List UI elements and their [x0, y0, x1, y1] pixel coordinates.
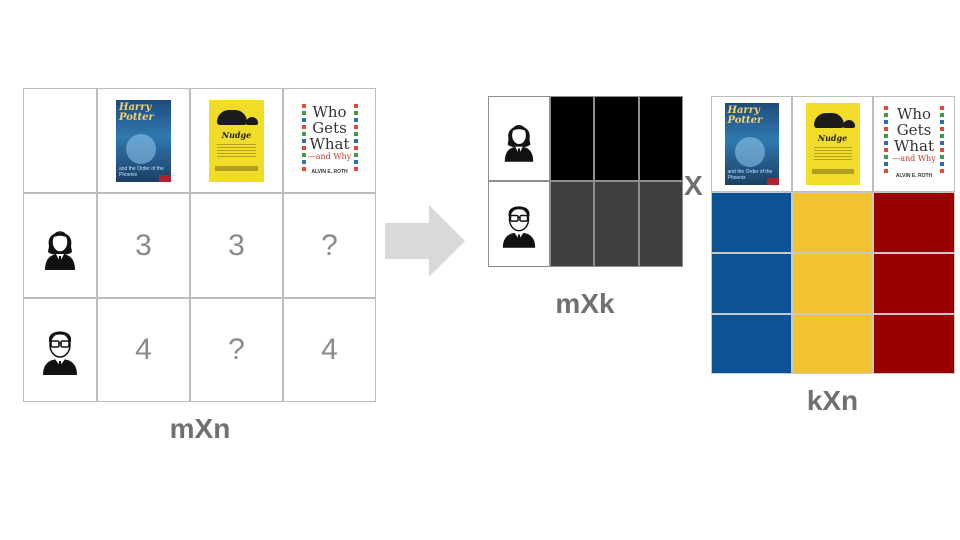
user-factor-matrix-caption: mXk: [555, 288, 615, 319]
rating-cell-u1-b1: 3: [97, 193, 190, 298]
book3-factor-cell: [873, 314, 955, 374]
book1-factor-cell: [711, 314, 792, 374]
nudge-book-cover: Nudge: [805, 103, 860, 185]
hp-title-line2: and the Order of the Phoenix: [119, 165, 164, 178]
user1-factor-cell: [639, 96, 683, 181]
hp-title-line1: Harry Potter: [727, 105, 763, 126]
wgw-title-line2: Gets: [312, 118, 347, 137]
ratings-user-row-header-2: [23, 298, 97, 402]
right-arrow-icon: [385, 205, 465, 277]
male-user-icon: [502, 206, 536, 248]
nudge-title: Nudge: [221, 129, 252, 140]
nudge-title: Nudge: [817, 133, 848, 143]
multiply-sign: X: [684, 170, 703, 201]
user-factor-matrix: [488, 96, 683, 267]
wgw-subtitle: —and Why: [892, 154, 936, 163]
ratings-matrix: Harry Potter and the Order of the Phoeni…: [23, 88, 376, 402]
nudge-book-cover: Nudge: [209, 99, 264, 182]
user2-factor-cell: [550, 181, 594, 267]
item-factor-col-header-1: Harry Potter and the Order of the Phoeni…: [711, 96, 792, 192]
book2-factor-cell: [792, 314, 873, 374]
ratings-book-header-3: Who Gets What —and Why ALVIN E. ROTH: [283, 88, 376, 193]
book3-factor-cell: [873, 192, 955, 253]
rating-value: 3: [135, 228, 152, 262]
book1-factor-cell: [711, 192, 792, 253]
rating-value: ?: [321, 228, 338, 262]
book2-factor-cell: [792, 192, 873, 253]
wgw-subtitle: —and Why: [307, 151, 352, 161]
rating-cell-u2-b3: 4: [283, 298, 376, 402]
item-factor-col-header-2: Nudge: [792, 96, 873, 192]
hp-title-line1: Harry Potter: [119, 101, 154, 123]
wgw-title-line1: Who: [896, 105, 932, 123]
book1-factor-cell: [711, 253, 792, 314]
ratings-matrix-corner-cell: [23, 88, 97, 193]
user2-factor-cell: [639, 181, 683, 267]
who-gets-what-book-cover: Who Gets What —and Why ALVIN E. ROTH: [300, 99, 359, 182]
rating-value: 4: [321, 333, 338, 366]
who-gets-what-book-cover: Who Gets What —and Why ALVIN E. ROTH: [883, 102, 945, 186]
ratings-user-row-header-1: [23, 193, 97, 298]
user2-factor-cell: [594, 181, 639, 267]
hp-title-line2: and the Order of the Phoenix: [727, 169, 773, 181]
female-user-icon: [45, 230, 75, 270]
rating-value: ?: [228, 333, 245, 366]
rating-cell-u1-b3: ?: [283, 193, 376, 298]
rating-value: 4: [135, 333, 152, 366]
female-user-icon: [504, 124, 534, 162]
user-factor-row-header-2: [488, 181, 550, 267]
wgw-title-line1: Who: [312, 102, 347, 121]
rating-cell-u2-b1: 4: [97, 298, 190, 402]
ratings-book-header-1: Harry Potter and the Order of the Phoeni…: [97, 88, 190, 193]
wgw-title-line3: What: [893, 137, 935, 155]
book2-factor-cell: [792, 253, 873, 314]
wgw-title-line3: What: [309, 134, 350, 153]
ratings-book-header-2: Nudge: [190, 88, 283, 193]
item-factor-col-header-3: Who Gets What —and Why ALVIN E. ROTH: [873, 96, 955, 192]
user-factor-row-header-1: [488, 96, 550, 181]
user1-factor-cell: [594, 96, 639, 181]
user1-factor-cell: [550, 96, 594, 181]
wgw-author: ALVIN E. ROTH: [311, 168, 348, 175]
item-factor-matrix-caption: kXn: [806, 385, 859, 416]
item-factor-matrix: Harry Potter and the Order of the Phoeni…: [711, 96, 955, 374]
rating-cell-u1-b2: 3: [190, 193, 283, 298]
book3-factor-cell: [873, 253, 955, 314]
wgw-title-line2: Gets: [896, 121, 932, 139]
male-user-icon: [43, 331, 77, 375]
rating-value: 3: [228, 228, 245, 262]
harry-potter-book-cover: Harry Potter and the Order of the Phoeni…: [724, 103, 779, 185]
ratings-matrix-caption: mXn: [169, 413, 231, 444]
wgw-author: ALVIN E. ROTH: [895, 173, 933, 179]
rating-cell-u2-b2: ?: [190, 298, 283, 402]
harry-potter-book-cover: Harry Potter and the Order of the Phoeni…: [116, 99, 171, 182]
